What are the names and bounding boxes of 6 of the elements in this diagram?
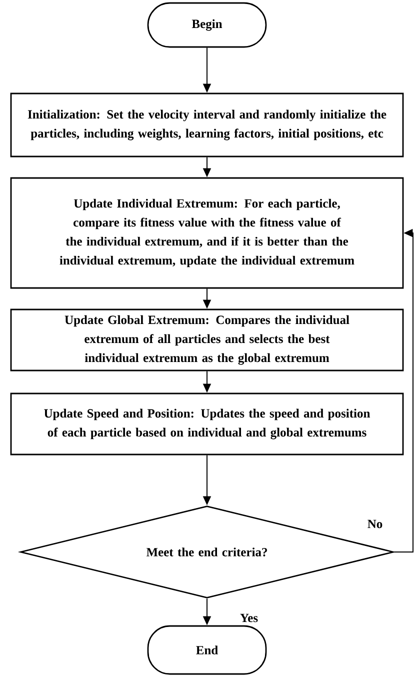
process-box: Update Speed and Position: Updates the speed and position of each particle based on individual and global extremums — [10, 392, 404, 456]
edge-label: Yes — [238, 612, 260, 624]
process-box: Update Global Extremum: Compares the individual extremum of all particles and selects the best individual extremum as the global extremum — [10, 308, 404, 372]
edge-label: No — [366, 518, 384, 530]
process-box: Initialization: Set the velocity interval and randomly initialize the particles, including weights, learning factors, initial positions, etc — [10, 92, 404, 158]
process-box: Update Individual Extremum: For each particle, compare its fitness value with the fitness value of the individual extremum, and if it is better than the individual extremum, update the individual extremum — [10, 177, 404, 289]
